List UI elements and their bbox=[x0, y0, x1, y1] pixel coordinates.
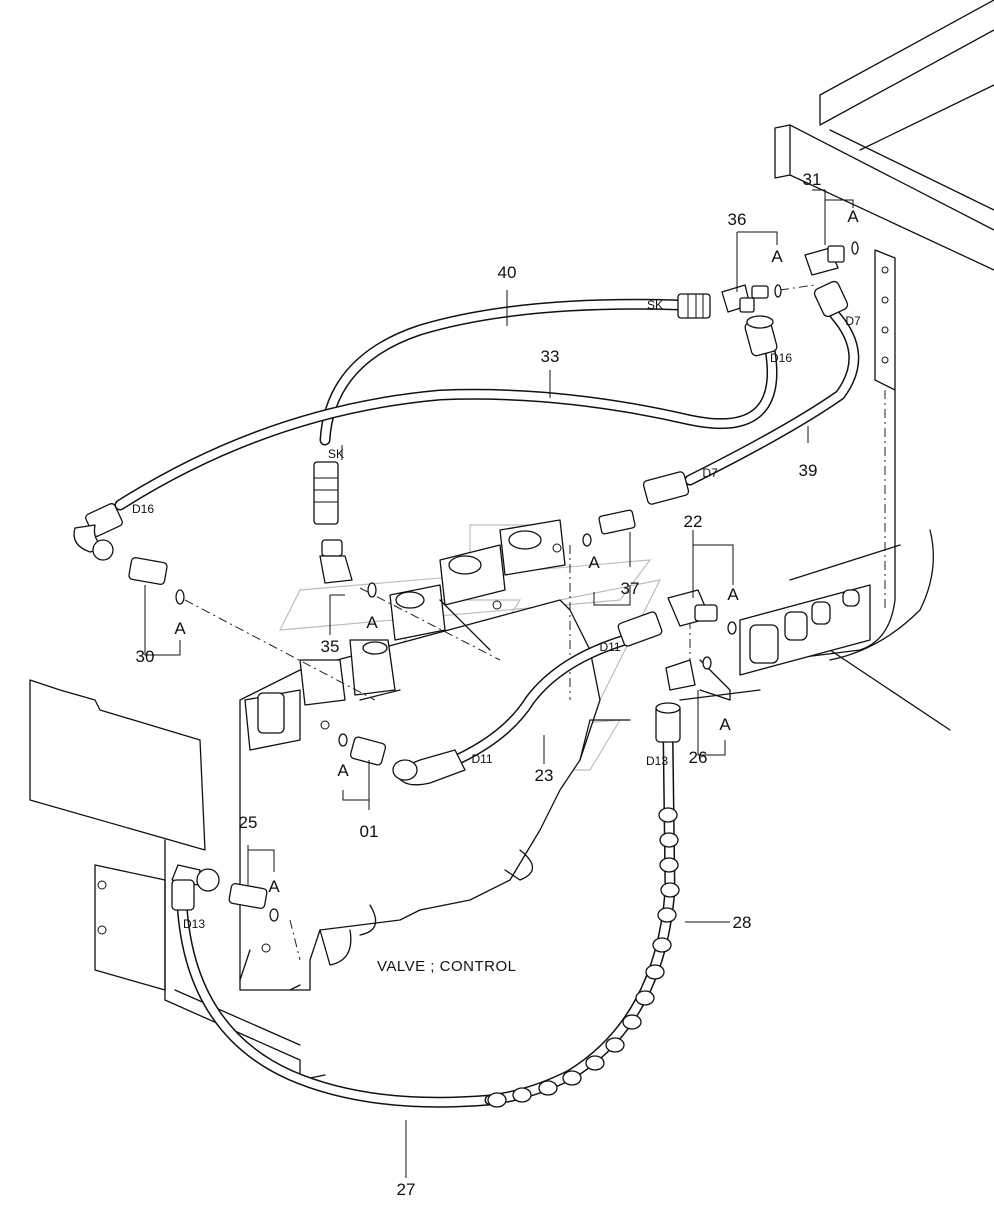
callout-01: 01 bbox=[360, 822, 379, 841]
port-code-d16-right: D16 bbox=[770, 351, 792, 365]
callout-30: 30 bbox=[136, 647, 155, 666]
oring-labels: A A A A A A A A A bbox=[174, 207, 859, 896]
adapter-30 bbox=[128, 557, 168, 585]
spiral-guard bbox=[487, 807, 680, 1108]
oring-label-37: A bbox=[588, 553, 600, 572]
mounting-plate bbox=[29, 679, 326, 1081]
adapter-35 bbox=[319, 539, 353, 584]
port-code-d16-left: D16 bbox=[132, 502, 154, 516]
fitting-d13-left bbox=[171, 864, 220, 911]
port-codes: SK SK D16 D16 D7 D7 D11 D11 D13 D13 bbox=[132, 298, 861, 931]
callout-23: 23 bbox=[535, 766, 554, 785]
adapter-25 bbox=[228, 883, 268, 909]
oring-label-26: A bbox=[719, 715, 731, 734]
callout-33: 33 bbox=[541, 347, 560, 366]
callout-25: 25 bbox=[239, 813, 258, 832]
adapter-37 bbox=[598, 509, 636, 535]
callout-36: 36 bbox=[728, 210, 747, 229]
port-code-d7-top: D7 bbox=[845, 314, 861, 328]
machine-frame bbox=[774, 0, 994, 731]
fitting-d11-right bbox=[617, 611, 663, 647]
callout-35: 35 bbox=[321, 637, 340, 656]
adapter-26 bbox=[665, 659, 696, 691]
hose-40 bbox=[319, 298, 686, 446]
callout-27: 27 bbox=[397, 1180, 416, 1199]
fitting-sk-bottom bbox=[313, 461, 339, 525]
port-code-d13-right: D13 bbox=[646, 754, 668, 768]
hose-33 bbox=[114, 344, 778, 511]
port-code-sk-bottom: SK bbox=[328, 447, 344, 461]
control-valve-body bbox=[239, 519, 631, 991]
fitting-sk-top bbox=[677, 293, 711, 319]
fitting-d13-right bbox=[655, 702, 681, 743]
hose-27 bbox=[176, 899, 496, 1108]
oring-label-25: A bbox=[268, 877, 280, 896]
fitting-d16-right bbox=[744, 315, 778, 357]
port-code-d13-left: D13 bbox=[183, 917, 205, 931]
fitting-d7-mid bbox=[642, 471, 690, 505]
callout-31: 31 bbox=[803, 170, 822, 189]
fitting-d16-left bbox=[73, 503, 123, 561]
oring-label-35: A bbox=[366, 613, 378, 632]
port-code-d7-mid: D7 bbox=[702, 466, 718, 480]
hose-23 bbox=[439, 634, 631, 771]
oring-label-31: A bbox=[847, 207, 859, 226]
callout-28: 28 bbox=[733, 913, 752, 932]
callout-40: 40 bbox=[498, 263, 517, 282]
adapter-01 bbox=[349, 736, 387, 766]
callout-22: 22 bbox=[684, 512, 703, 531]
oring-label-01: A bbox=[337, 761, 349, 780]
manifold-block bbox=[679, 584, 871, 701]
port-code-d11-left: D11 bbox=[471, 752, 492, 766]
diagram-title: VALVE ; CONTROL bbox=[377, 958, 516, 975]
o-rings bbox=[175, 241, 859, 922]
callout-39: 39 bbox=[799, 461, 818, 480]
port-code-d11-right: D11 bbox=[599, 640, 620, 654]
fitting-d7-top bbox=[813, 280, 849, 318]
callout-37: 37 bbox=[621, 579, 640, 598]
callout-26: 26 bbox=[689, 748, 708, 767]
oring-label-22: A bbox=[727, 585, 739, 604]
port-code-sk-top: SK bbox=[647, 298, 663, 312]
oring-label-30: A bbox=[174, 619, 186, 638]
adapter-22 bbox=[667, 589, 718, 627]
adapter-36 bbox=[721, 284, 769, 313]
hose-39 bbox=[684, 309, 860, 486]
callouts: 40 33 39 36 31 30 35 37 22 23 01 26 25 2… bbox=[136, 170, 822, 1199]
adapter-31 bbox=[804, 245, 845, 276]
fitting-d11-left bbox=[392, 749, 466, 786]
leader-lines bbox=[144, 189, 854, 1178]
oring-label-36: A bbox=[771, 247, 783, 266]
